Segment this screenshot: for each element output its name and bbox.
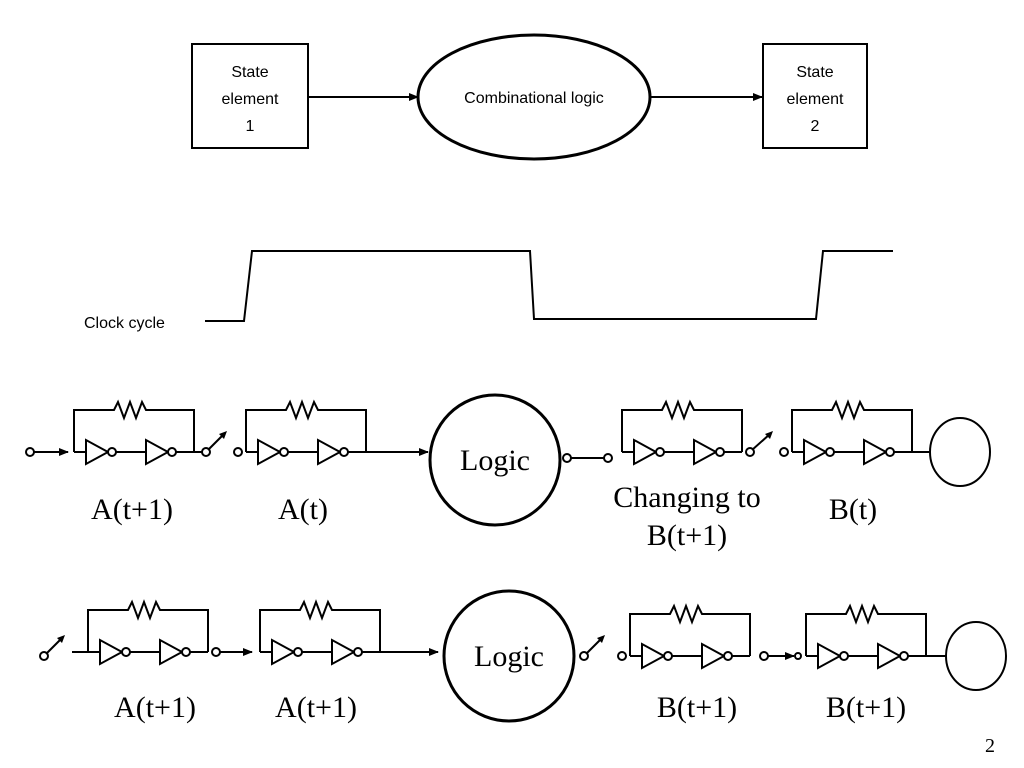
switch-contact-2 (233, 447, 243, 457)
switch-arrow-3 (597, 635, 605, 643)
state-element-1-line3: 1 (246, 118, 255, 135)
switch-arrow-2 (765, 431, 773, 439)
state-element-2-line1: State (796, 64, 833, 81)
state-element-2-line3: 2 (811, 118, 820, 135)
clock-signal (205, 250, 893, 322)
switch-contact-6 (794, 652, 802, 660)
latch-a-next-2 (87, 601, 209, 665)
open-switch-2 (751, 433, 771, 451)
label-b-next-2: B(t+1) (657, 691, 737, 724)
latch-b-current (791, 401, 913, 465)
label-b-next: B(t+1) (647, 519, 727, 552)
open-switch (207, 433, 225, 451)
label-a-current: A(t) (278, 493, 328, 526)
combinational-logic-label: Combinational logic (464, 90, 604, 107)
state-element-1-line1: State (231, 64, 268, 81)
logic-circle-2 (442, 589, 576, 723)
clock-cycle-label: Clock cycle (84, 315, 165, 332)
state-element-1-line2: element (222, 91, 279, 108)
switch-arrow (219, 431, 227, 439)
logic-circle (428, 393, 562, 527)
label-b-next-3: B(t+1) (826, 691, 906, 724)
closed-switch-contact-3 (759, 651, 769, 661)
open-switch-3 (585, 637, 603, 655)
input-terminal (25, 447, 35, 457)
switch-contact-5 (617, 651, 627, 661)
top-block-diagram: State element 1 Combinational logic Stat… (191, 33, 868, 161)
latch-chain-row-2: Logic A(t+1) A(t+1) B(t+1) B(t+1) (39, 589, 1007, 724)
latch-b-next-3 (805, 605, 927, 669)
input-switch-arrow (57, 635, 65, 643)
latch-a-next-3 (259, 601, 381, 665)
latch-a-current (245, 401, 367, 465)
latch-chain-row-1: Logic A(t+1) A(t) Changing to B(t+1) B(t… (25, 393, 991, 552)
latch-b-next-2 (629, 605, 751, 669)
output-circle-2 (945, 621, 1007, 691)
label-changing-to: Changing to (613, 481, 761, 514)
state-element-2-line2: element (787, 91, 844, 108)
clock-waveform: Clock cycle (84, 250, 893, 332)
latch-a-next (73, 401, 195, 465)
label-b-current: B(t) (829, 493, 877, 526)
logic-output-terminal (562, 453, 572, 463)
logic-label: Logic (460, 444, 530, 477)
label-a-next-3: A(t+1) (275, 691, 357, 724)
output-circle (929, 417, 991, 487)
state-element-2-box (762, 43, 868, 149)
closed-switch-contact (603, 453, 613, 463)
label-a-next-2: A(t+1) (114, 691, 196, 724)
label-a-next: A(t+1) (91, 493, 173, 526)
page-number: 2 (985, 735, 995, 757)
logic-label-2: Logic (474, 640, 544, 673)
latch-b-next (621, 401, 743, 465)
input-open-switch (45, 637, 63, 655)
closed-switch-contact-2 (211, 647, 221, 657)
switch-contact-4 (779, 447, 789, 457)
